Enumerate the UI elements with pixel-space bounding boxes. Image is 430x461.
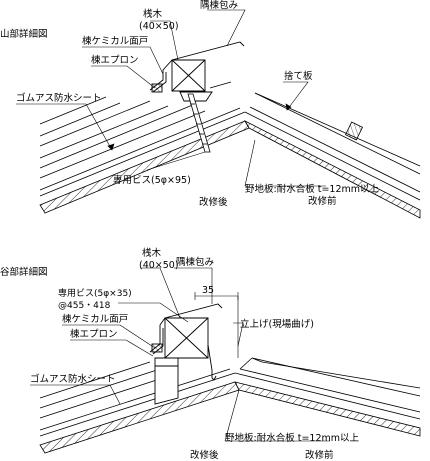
ridge-screw [187,93,211,153]
ridge-roof-left [39,96,250,214]
ridge-cap-assembly [149,41,245,102]
valley-cover-label: 隅棟包み [176,256,214,268]
ridge-detail-drawing: 山部詳細図 [0,0,421,219]
valley-screw-pitch-label: @455・418 [58,301,111,311]
valley-dimension-35 [194,292,239,358]
valley-before-label: 改修前 [305,449,334,461]
valley-purlin-label: 桟木 [142,247,162,259]
ridge-waterproof-sheet-label: ゴムアス防水シート [16,92,102,104]
ridge-chemical-door-label: 棟ケミカル面戸 [82,35,148,47]
ridge-purlin-size-label: (40×50) [139,21,179,32]
valley-waterproof-sheet-label: ゴムアス防水シート [30,373,116,385]
ridge-leaders [16,9,326,187]
valley-roof-left [39,361,240,454]
ridge-detail-title: 山部詳細図 [0,28,48,40]
valley-leaders [30,267,330,442]
valley-dim-35-label: 35 [202,285,214,296]
ridge-base-board-label: 野地板:耐水合板 t=12mm以上 [245,183,380,195]
valley-chemical-door-label: 棟ケミカル面戸 [62,313,128,325]
ridge-cover-label: 隅棟包み [200,0,238,11]
ridge-apron-label: 棟エプロン [91,54,139,66]
ridge-before-label: 改修前 [308,195,337,207]
ridge-after-label: 改修後 [199,196,228,208]
valley-detail-title: 谷部詳細図 [0,266,48,278]
ridge-discarded-board-label: 捨て板 [284,70,313,82]
ridge-purlin-label: 桟木 [143,8,163,20]
valley-cap-assembly [149,303,223,405]
valley-after-label: 改修後 [190,449,219,461]
valley-screw-label: 専用ビス(5φ×35) [58,287,132,299]
valley-purlin-size-label: (40×50) [139,260,179,271]
valley-roof-right [234,357,421,437]
valley-base-board-label: 野地板:耐水合板 t=12mm以上 [225,432,360,444]
valley-detail-drawing: 谷部詳細図 [0,247,421,461]
ridge-screw-label: 専用ビス(5φ×95) [113,174,191,186]
ridge-roof-right [243,92,421,219]
valley-upturn-label: 立上げ(現場曲げ) [240,318,314,330]
valley-apron-label: 棟エプロン [70,328,118,340]
